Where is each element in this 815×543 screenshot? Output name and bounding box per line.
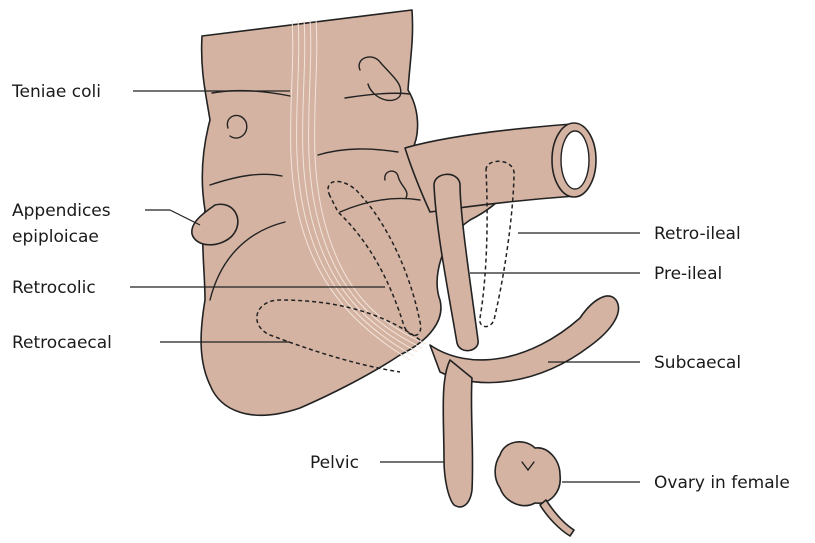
label-pelvic: Pelvic xyxy=(310,453,359,473)
label-epiploicae: epiploicae xyxy=(12,227,99,247)
ovary xyxy=(495,442,560,506)
ovarian-ligament xyxy=(540,500,574,536)
label-retrocaecal: Retrocaecal xyxy=(12,333,112,353)
ileum-lumen xyxy=(561,131,589,189)
label-subcaecal: Subcaecal xyxy=(654,353,741,373)
leader-appendices xyxy=(170,210,200,225)
label-retrocolic: Retrocolic xyxy=(12,278,96,298)
pelvic-appendix xyxy=(443,360,472,507)
label-pre-ileal: Pre-ileal xyxy=(654,264,722,284)
ileum xyxy=(405,124,575,212)
label-teniae-coli: Teniae coli xyxy=(11,82,101,102)
caecum-body xyxy=(201,10,540,415)
label-appendices: Appendices xyxy=(12,201,111,221)
label-ovary: Ovary in female xyxy=(654,473,790,493)
label-retro-ileal: Retro-ileal xyxy=(654,224,741,244)
